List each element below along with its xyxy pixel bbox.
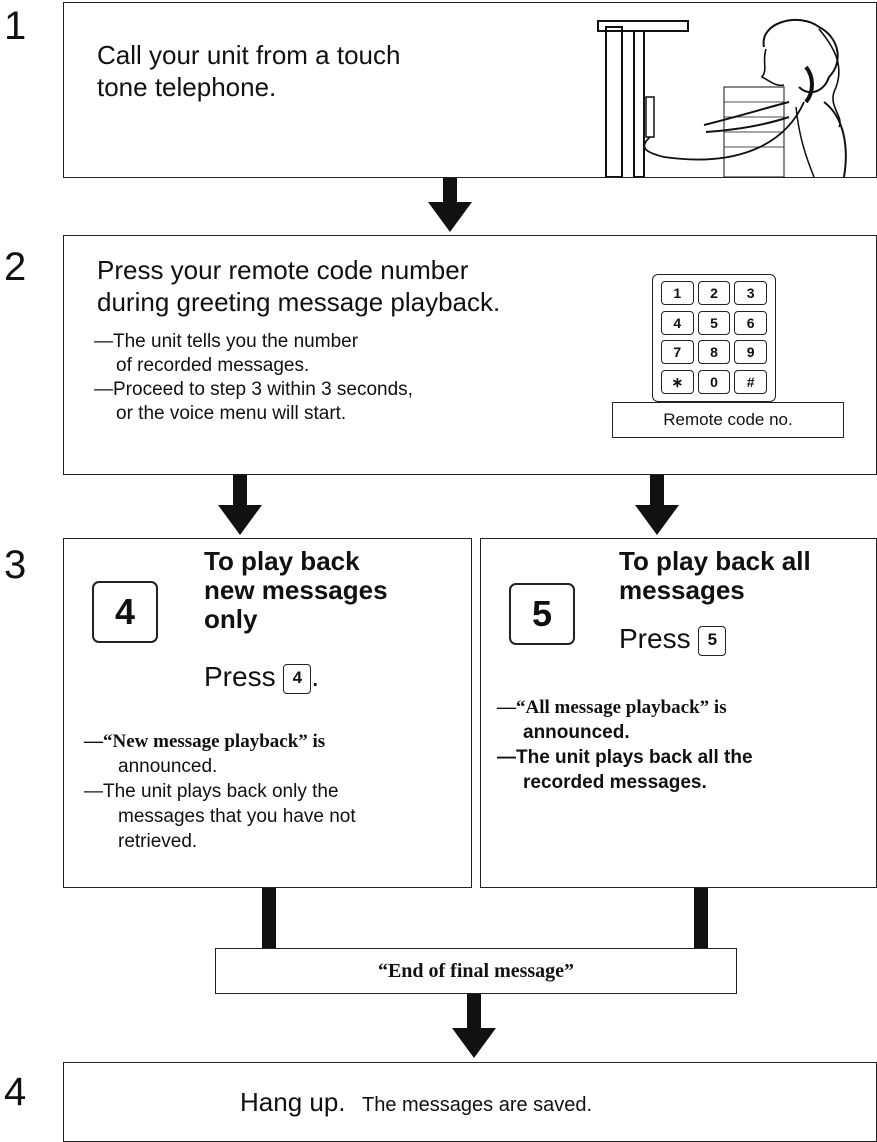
step-4-box: Hang up. The messages are saved. <box>63 1062 877 1142</box>
right-note1-line2: announced. <box>497 720 753 745</box>
step-1-text: Call your unit from a touch tone telepho… <box>97 39 400 103</box>
key-4-large: 4 <box>92 581 158 643</box>
step-1-text-line2: tone telephone. <box>97 71 400 103</box>
key-4-small: 4 <box>283 664 311 694</box>
step-3-left-press: Press 4. <box>204 659 319 695</box>
step-number-1: 1 <box>4 4 26 49</box>
arrow-down-icon <box>426 178 474 234</box>
step-number-2: 2 <box>4 245 26 290</box>
step-3-right-title: To play back all messages <box>619 547 811 605</box>
step-3-right-box: 5 To play back all messages Press 5 —“Al… <box>480 538 877 888</box>
left-note1-line1: —“New message playback” is <box>84 729 356 754</box>
keypad-key: 4 <box>661 311 694 335</box>
keypad-key: 3 <box>734 281 767 305</box>
connector-bar-left <box>262 888 276 950</box>
step-1-text-line1: Call your unit from a touch <box>97 39 400 71</box>
key-5-large: 5 <box>509 583 575 645</box>
hang-up-label: Hang up. <box>240 1087 346 1117</box>
left-note1-line2: announced. <box>84 754 356 779</box>
messages-saved-label: The messages are saved. <box>362 1094 592 1116</box>
step-3-left-box: 4 To play back new messages only Press 4… <box>63 538 472 888</box>
step-number-4: 4 <box>4 1070 26 1115</box>
right-title-line2: messages <box>619 576 811 605</box>
left-title-line2: new messages <box>204 576 388 605</box>
connector-bar-right <box>694 888 708 950</box>
step-3-left-notes: —“New message playback” is announced. —T… <box>84 729 356 854</box>
key-5-small: 5 <box>698 626 726 656</box>
step-1-box: Call your unit from a touch tone telepho… <box>63 2 877 178</box>
step-3-right-press: Press 5 <box>619 621 726 657</box>
keypad-key: 1 <box>661 281 694 305</box>
keypad-caption: Remote code no. <box>612 402 844 438</box>
left-title-line3: only <box>204 605 388 634</box>
left-title-line1: To play back <box>204 547 388 576</box>
press-period: . <box>311 661 319 692</box>
step-2-note1-line1: —The unit tells you the number <box>94 330 413 354</box>
step-2-notes: —The unit tells you the number of record… <box>94 330 413 426</box>
keypad-key: ∗ <box>661 370 694 394</box>
left-note2-line3: retrieved. <box>84 829 356 854</box>
keypad-key: 5 <box>698 311 731 335</box>
keypad-key: 8 <box>698 340 731 364</box>
step-number-3: 3 <box>4 543 26 588</box>
step-2-note2-line1: —Proceed to step 3 within 3 seconds, <box>94 378 413 402</box>
arrow-down-icon <box>216 475 264 537</box>
arrow-down-icon <box>633 475 681 537</box>
keypad-key: 6 <box>734 311 767 335</box>
end-of-final-message-box: “End of final message” <box>215 948 737 994</box>
step-2-title-line1: Press your remote code number <box>97 254 500 286</box>
step-3-right-notes: —“All message playback” is announced. —T… <box>497 695 753 795</box>
left-note2-line1: —The unit plays back only the <box>84 779 356 804</box>
arrow-down-icon <box>450 994 498 1060</box>
keypad-key: 0 <box>698 370 731 394</box>
right-note2-line1: —The unit plays back all the <box>497 745 753 770</box>
press-label: Press <box>619 623 691 654</box>
step-4-text: Hang up. The messages are saved. <box>240 1087 592 1118</box>
step-2-title: Press your remote code number during gre… <box>97 254 500 318</box>
keypad-key: 7 <box>661 340 694 364</box>
step-2-title-line2: during greeting message playback. <box>97 286 500 318</box>
step-2-box: Press your remote code number during gre… <box>63 235 877 475</box>
keypad-key: 2 <box>698 281 731 305</box>
person-on-phone-illustration <box>584 7 874 177</box>
left-note2-line2: messages that you have not <box>84 804 356 829</box>
step-3-left-title: To play back new messages only <box>204 547 388 634</box>
right-note1-line1: —“All message playback” is <box>497 695 753 720</box>
keypad-key: # <box>734 370 767 394</box>
press-label: Press <box>204 661 276 692</box>
keypad-icon: 1 2 3 4 5 6 7 8 9 ∗ 0 # <box>652 274 776 402</box>
right-title-line1: To play back all <box>619 547 811 576</box>
end-of-final-message-label: “End of final message” <box>216 949 736 993</box>
step-2-note2-line2: or the voice menu will start. <box>94 402 413 426</box>
right-note2-line2: recorded messages. <box>497 770 753 795</box>
keypad-key: 9 <box>734 340 767 364</box>
step-2-note1-line2: of recorded messages. <box>94 354 413 378</box>
